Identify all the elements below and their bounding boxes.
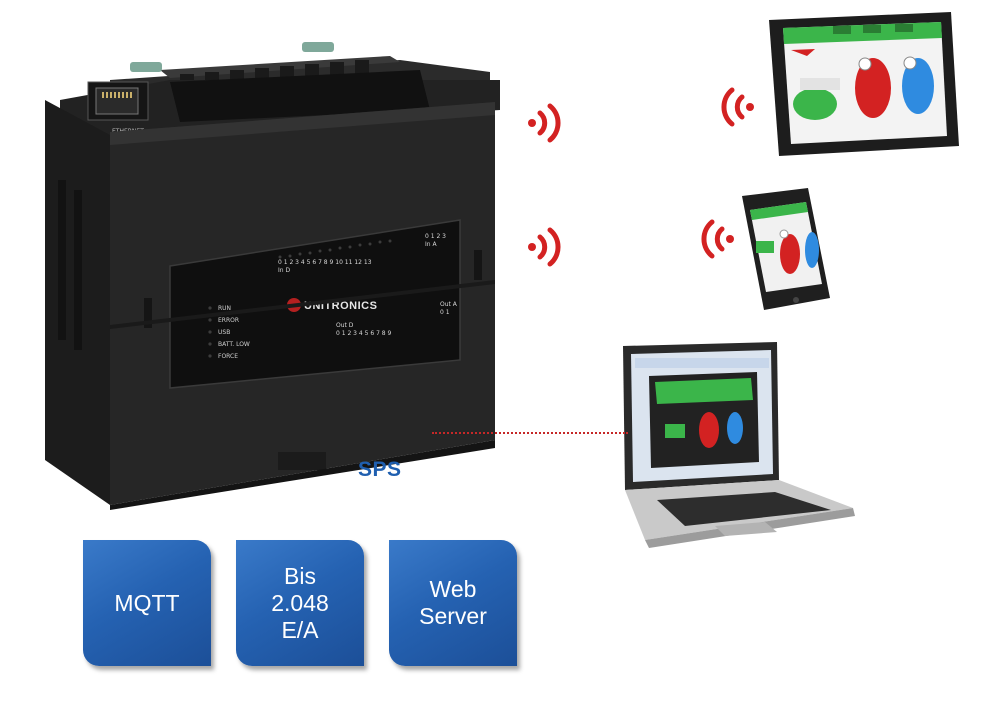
tile-mqtt: MQTT xyxy=(83,540,211,666)
digital-output-numbers: 0 1 2 3 4 5 6 7 8 9 xyxy=(336,330,392,337)
sps-label: SPS xyxy=(358,458,402,481)
analog-input-numbers: 0 1 2 3 xyxy=(425,233,446,240)
tile-io-line-3: E/A xyxy=(281,616,319,643)
tile-web-line-2: Server xyxy=(419,603,487,629)
analog-input-label: In A xyxy=(425,241,437,248)
smartphone-device-image xyxy=(738,186,833,312)
led-error-label: ERROR xyxy=(218,317,239,324)
wired-connection-line xyxy=(432,432,628,434)
wifi-signal-icon xyxy=(522,222,572,272)
tablet-device-image xyxy=(755,8,960,158)
tile-mqtt-line-1: MQTT xyxy=(114,589,180,616)
led-force-label: FORCE xyxy=(218,353,238,360)
tile-web-line-1: Web xyxy=(429,576,477,602)
digital-output-label: Out D xyxy=(336,322,354,329)
tile-io-line-1: Bis xyxy=(284,562,316,589)
laptop-device-image xyxy=(605,340,860,550)
plc-controller-image: ETHERNET UNITRONICS 0 1 2 3 4 5 6 7 8 9 … xyxy=(40,40,510,510)
led-run-label: RUN xyxy=(218,305,231,312)
tile-io-line-2: 2.048 xyxy=(271,589,329,616)
led-usb-label: USB xyxy=(218,329,230,336)
analog-output-numbers: 0 1 xyxy=(440,309,450,316)
digital-input-label: In D xyxy=(278,267,290,274)
wifi-signal-icon xyxy=(710,82,760,132)
wifi-signal-icon xyxy=(690,214,740,264)
tile-web-server: Web Server xyxy=(389,540,517,666)
led-batt-low-label: BATT. LOW xyxy=(218,341,250,348)
digital-input-numbers: 0 1 2 3 4 5 6 7 8 9 10 11 12 13 xyxy=(278,259,372,266)
wifi-signal-icon xyxy=(522,98,572,148)
tile-io-count: Bis 2.048 E/A xyxy=(236,540,364,666)
analog-output-label: Out A xyxy=(440,301,458,308)
